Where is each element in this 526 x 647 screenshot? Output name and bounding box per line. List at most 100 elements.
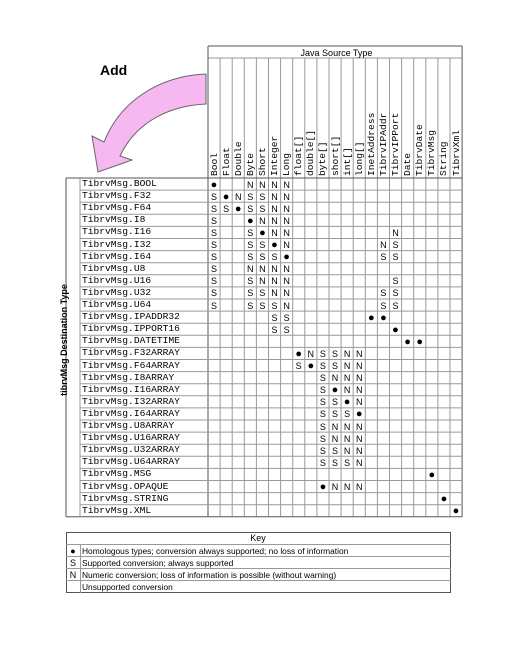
supported-mark: S (392, 288, 399, 299)
supported-mark: S (392, 300, 399, 311)
row-label: TibrvMsg.U8 (82, 262, 146, 274)
column-label: byte[] (317, 141, 329, 176)
supported-mark: S (210, 203, 217, 214)
numeric-mark: N (355, 445, 363, 456)
row-label: TibrvMsg.OPAQUE (82, 480, 169, 492)
numeric-mark: N (355, 482, 363, 492)
supported-mark: S (247, 300, 254, 311)
supported-mark: S (331, 445, 338, 456)
column-label: TibrvMsg (426, 129, 438, 176)
row-label: TibrvMsg.F32 (82, 190, 152, 202)
homologous-dot: ● (452, 505, 460, 518)
java-source-type-title: Java Source Type (300, 48, 373, 58)
numeric-mark: N (283, 191, 290, 202)
homologous-dot: ● (307, 360, 315, 372)
homologous-dot: ● (331, 384, 339, 397)
numeric-mark: N (283, 264, 290, 275)
column-label: Double (232, 141, 244, 176)
supported-mark: S (247, 276, 254, 287)
supported-mark: S (392, 240, 399, 250)
key-symbol: S (69, 558, 76, 568)
supported-mark: S (331, 348, 338, 359)
supported-mark: S (319, 373, 326, 384)
numeric-mark: N (343, 348, 351, 359)
supported-mark: S (247, 240, 254, 250)
supported-mark: S (210, 215, 217, 226)
column-label: TibrvIPAddr (377, 112, 389, 176)
homologous-dot: ● (428, 468, 436, 481)
row-label: TibrvMsg.F64ARRAY (82, 359, 180, 371)
supported-mark: S (271, 300, 278, 311)
supported-mark: S (210, 264, 217, 275)
numeric-mark: N (247, 179, 254, 190)
homologous-dot: ● (283, 251, 290, 264)
numeric-mark: N (355, 373, 363, 384)
supported-mark: S (259, 300, 266, 311)
supported-mark: S (210, 191, 217, 202)
row-label: TibrvMsg.U16 (82, 274, 152, 286)
key-symbol: N (69, 570, 77, 580)
row-label: TibrvMsg.U32 (82, 286, 152, 298)
homologous-dot: ● (404, 335, 411, 348)
numeric-mark: N (343, 385, 351, 396)
supported-mark: S (319, 433, 326, 444)
numeric-mark: N (283, 300, 290, 311)
numeric-mark: N (259, 215, 266, 226)
supported-mark: S (259, 252, 266, 263)
add-label: Add (100, 62, 128, 78)
supported-mark: S (331, 409, 338, 420)
supported-mark: S (319, 409, 326, 420)
column-label: InetAddress (365, 112, 377, 176)
supported-mark: S (247, 191, 254, 202)
numeric-mark: N (283, 203, 290, 214)
row-label: TibrvMsg.U64 (82, 299, 152, 310)
numeric-mark: N (283, 179, 290, 190)
row-label: TibrvMsg.BOOL (82, 178, 157, 189)
numeric-mark: N (343, 373, 351, 384)
supported-mark: S (392, 252, 399, 263)
homologous-dot: ● (343, 396, 351, 409)
homologous-dot: ● (222, 190, 230, 203)
supported-mark: S (210, 276, 217, 287)
row-label: TibrvMsg.U64ARRAY (82, 456, 180, 468)
supported-mark: S (223, 203, 230, 214)
numeric-mark: N (343, 361, 351, 371)
column-label: TibrvXml (450, 129, 462, 176)
homologous-dot: ● (295, 347, 303, 360)
numeric-mark: N (271, 203, 278, 214)
row-label: TibrvMsg.I8ARRAY (82, 371, 175, 383)
column-label: Long (281, 152, 293, 176)
numeric-mark: N (283, 276, 290, 287)
numeric-mark: N (355, 457, 363, 468)
homologous-dot: ● (416, 335, 424, 348)
row-label: TibrvMsg.I8 (82, 214, 146, 226)
numeric-mark: N (331, 373, 339, 384)
supported-mark: S (344, 457, 351, 468)
row-label: TibrvMsg.IPADDR32 (82, 311, 180, 323)
key-text: Unsupported conversion (82, 582, 173, 592)
numeric-mark: N (271, 179, 278, 190)
numeric-mark: N (259, 264, 266, 275)
row-label: TibrvMsg.F64 (82, 202, 152, 214)
numeric-mark: N (331, 433, 339, 444)
supported-mark: S (319, 348, 326, 359)
row-label: TibrvMsg.DATETIME (82, 335, 180, 347)
key-table (66, 532, 451, 593)
supported-mark: S (295, 361, 302, 371)
supported-mark: S (247, 252, 254, 263)
numeric-mark: N (307, 348, 315, 359)
column-label: float[] (293, 135, 305, 176)
numeric-mark: N (331, 482, 339, 492)
supported-mark: S (210, 227, 217, 238)
homologous-dot: ● (271, 239, 278, 251)
supported-mark: S (319, 361, 326, 371)
numeric-mark: N (392, 227, 399, 238)
numeric-mark: N (271, 264, 278, 275)
numeric-mark: N (271, 215, 278, 226)
numeric-mark: N (355, 433, 363, 444)
supported-mark: S (271, 252, 278, 263)
supported-mark: S (319, 457, 326, 468)
homologous-dot: ● (355, 408, 363, 421)
numeric-mark: N (247, 264, 254, 275)
key-text: Numeric conversion; loss of information … (82, 570, 337, 580)
